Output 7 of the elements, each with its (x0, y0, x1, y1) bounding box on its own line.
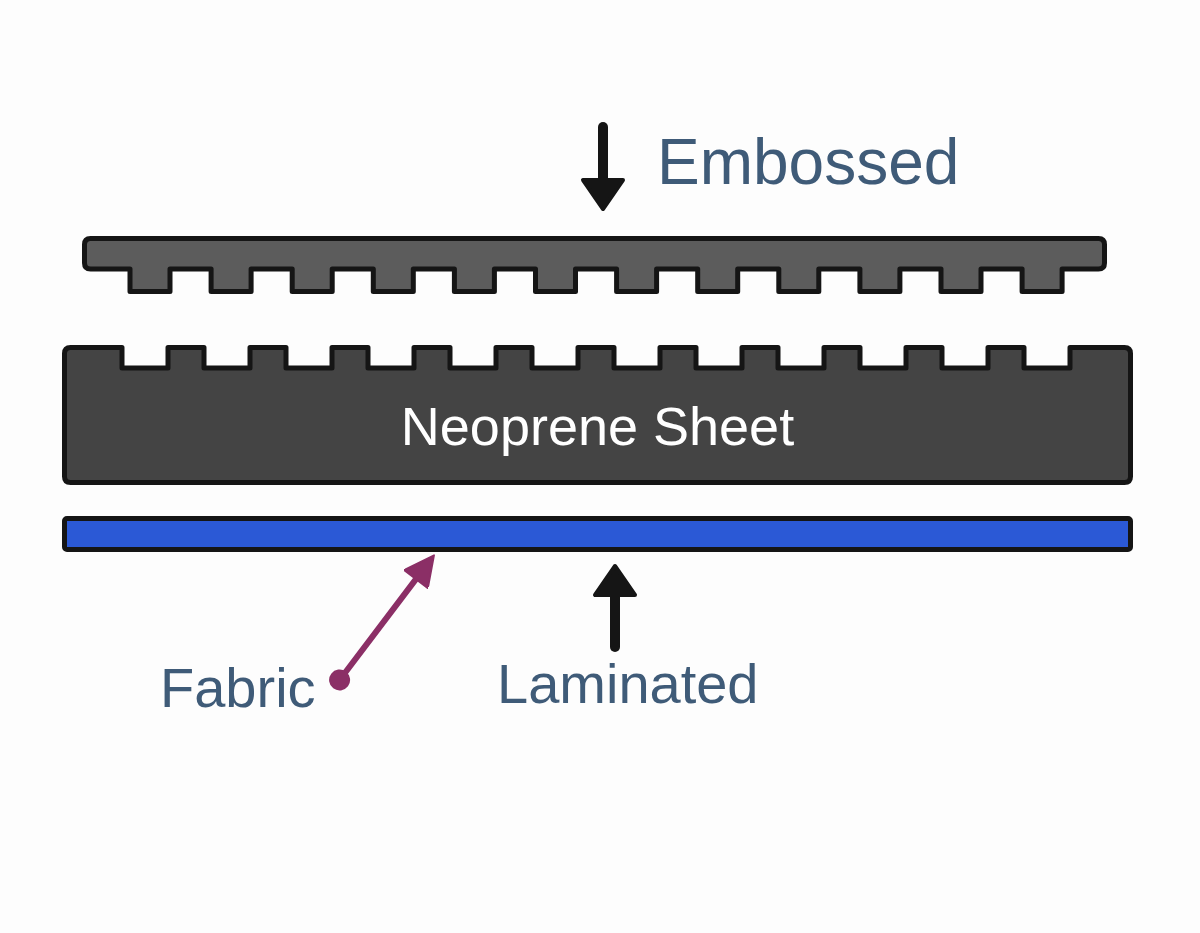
annotation-text: Embossed (657, 130, 960, 194)
annotation-text: Laminated (497, 656, 759, 712)
neoprene-sheet (62, 345, 1133, 485)
leader-line (329, 554, 435, 691)
fabric-layer (62, 516, 1133, 552)
callout-label: Fabric (160, 660, 316, 716)
embossing-plate (82, 236, 1107, 294)
